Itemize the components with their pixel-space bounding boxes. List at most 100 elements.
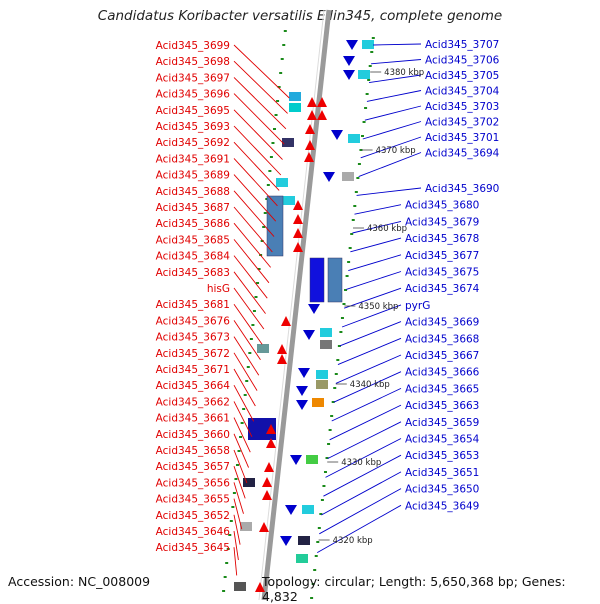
gene-arrow-forward (293, 200, 303, 210)
kbp-tick-label: 4320 kbp (333, 536, 373, 546)
track-dot (357, 163, 361, 165)
left-leader-line (233, 239, 270, 284)
gene-block (276, 178, 288, 187)
track-dot (282, 44, 286, 46)
track-dot (325, 457, 329, 459)
left-gene-label: Acid345_3645 (156, 542, 230, 554)
left-gene-label: Acid345_3698 (156, 56, 230, 68)
gene-block (342, 172, 354, 181)
gene-arrow-reverse (308, 304, 320, 314)
gene-block (234, 582, 246, 591)
track-dot (262, 226, 266, 228)
left-leader-line (233, 222, 271, 268)
track-dot (367, 79, 371, 81)
track-dot (228, 534, 232, 536)
track-dot (370, 51, 374, 53)
kbp-tick-label: 4370 kbp (376, 146, 416, 156)
gene-block (309, 257, 325, 303)
track-dot (268, 170, 272, 172)
gene-arrow-forward (281, 316, 291, 326)
right-gene-label: Acid345_3659 (405, 417, 479, 429)
right-gene-label: Acid345_3665 (405, 383, 479, 395)
gene-arrow-forward (293, 242, 303, 252)
left-leader-line (233, 547, 238, 576)
right-gene-label: Acid345_3690 (425, 183, 499, 195)
kbp-tick-label: 4380 kbp (384, 68, 424, 78)
gene-block (348, 134, 360, 143)
right-gene-label: Acid345_3677 (405, 250, 479, 262)
left-leader-line (233, 141, 280, 191)
track-dot (223, 576, 227, 578)
left-gene-label: hisG (207, 283, 230, 295)
gene-block (316, 370, 328, 379)
left-gene-label: Acid345_3693 (156, 121, 230, 133)
left-leader-line (233, 514, 241, 545)
right-leader-line (366, 90, 422, 102)
gene-block (296, 554, 308, 563)
left-gene-label: Acid345_3646 (156, 526, 231, 538)
gene-arrow-forward (266, 424, 276, 434)
gene-arrow-forward (307, 97, 317, 107)
left-leader-line (233, 368, 256, 407)
gene-arrow-forward (304, 152, 314, 162)
right-leader-line (343, 287, 402, 309)
left-leader-line (233, 77, 287, 130)
track-dot (336, 359, 340, 361)
gene-arrow-reverse (296, 386, 308, 396)
gene-block (289, 92, 301, 101)
track-dot (368, 65, 372, 67)
left-gene-label: Acid345_3661 (156, 413, 230, 425)
track-dot (276, 100, 280, 102)
right-leader-line (323, 454, 402, 497)
left-gene-label: Acid345_3672 (156, 348, 230, 360)
track-dot (266, 184, 270, 186)
left-gene-label: Acid345_3689 (156, 170, 230, 182)
track-dot (274, 114, 278, 116)
track-dot (353, 205, 357, 207)
track-dot (235, 464, 239, 466)
track-dot (359, 149, 363, 151)
left-gene-label: Acid345_3692 (156, 137, 230, 149)
left-gene-label: Acid345_3664 (156, 380, 231, 392)
gene-block (298, 536, 310, 545)
gene-arrow-reverse (285, 505, 297, 515)
track-dot (316, 541, 320, 543)
right-gene-label: Acid345_3706 (425, 55, 500, 67)
left-gene-label: Acid345_3683 (156, 267, 230, 279)
right-leader-line (371, 59, 422, 65)
left-gene-label: Acid345_3662 (156, 396, 230, 408)
track-dot (310, 597, 314, 599)
gene-block (283, 196, 295, 205)
track-dot (280, 58, 284, 60)
right-gene-label: Acid345_3663 (405, 400, 479, 412)
gene-arrow-forward (264, 462, 274, 472)
right-leader-line (373, 43, 422, 46)
gene-arrow-reverse (323, 172, 335, 182)
right-leader-line (317, 504, 402, 553)
track-dot (356, 177, 360, 179)
gene-arrow-reverse (303, 330, 315, 340)
track-dot (331, 401, 335, 403)
track-dot (351, 219, 355, 221)
right-leader-line (319, 488, 402, 535)
right-gene-label: Acid345_3707 (425, 39, 499, 51)
track-dot (354, 191, 358, 193)
track-dot (365, 93, 369, 95)
left-leader-line (233, 44, 290, 99)
track-dot (342, 303, 346, 305)
gene-block (248, 418, 262, 440)
left-leader-line (233, 206, 273, 253)
right-gene-label: Acid345_3701 (425, 132, 499, 144)
right-gene-label: Acid345_3674 (405, 283, 480, 295)
right-leader-line (337, 337, 402, 366)
track-dot (273, 128, 276, 130)
gene-arrow-reverse (298, 368, 310, 378)
track-dot (364, 107, 368, 109)
left-leader-line (233, 320, 261, 361)
track-dot (350, 233, 354, 235)
track-dot (328, 429, 332, 431)
right-gene-label: Acid345_3668 (405, 333, 479, 345)
gene-arrow-forward (305, 140, 315, 150)
right-gene-label: Acid345_3649 (405, 500, 479, 512)
